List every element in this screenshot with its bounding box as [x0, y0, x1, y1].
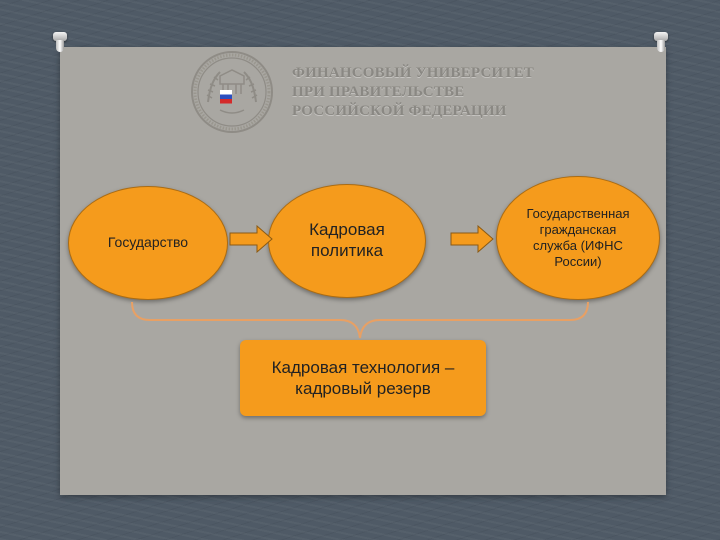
pushpin-icon: [652, 32, 670, 52]
node-hr-technology: Кадровая технология – кадровый резерв: [240, 340, 486, 416]
university-name-line: ПРИ ПРАВИТЕЛЬСТВЕ: [292, 84, 465, 100]
node-hr-technology-label: Кадровая технология – кадровый резерв: [271, 358, 455, 398]
node-hr-policy: Кадровая политика: [268, 184, 426, 298]
node-civil-service-label: Государственная гражданская служба (ИФНС…: [526, 206, 630, 269]
node-hr-policy-label: Кадровая политика: [309, 220, 385, 260]
university-name: ФИНАНСОВЫЙ УНИВЕРСИТЕТ ПРИ ПРАВИТЕЛЬСТВЕ…: [292, 64, 592, 121]
node-state: Государство: [68, 186, 228, 300]
university-seal-logo: [191, 51, 273, 133]
pushpin-icon: [51, 32, 69, 52]
arrow-right-icon: [229, 225, 273, 253]
arrow-right-icon: [450, 225, 494, 253]
node-state-label: Государство: [107, 234, 189, 251]
university-name-line: РОССИЙСКОЙ ФЕДЕРАЦИИ: [292, 103, 507, 119]
node-civil-service: Государственная гражданская служба (ИФНС…: [496, 176, 660, 300]
university-name-line: ФИНАНСОВЫЙ УНИВЕРСИТЕТ: [292, 65, 534, 81]
connector-bracket: [131, 301, 589, 339]
